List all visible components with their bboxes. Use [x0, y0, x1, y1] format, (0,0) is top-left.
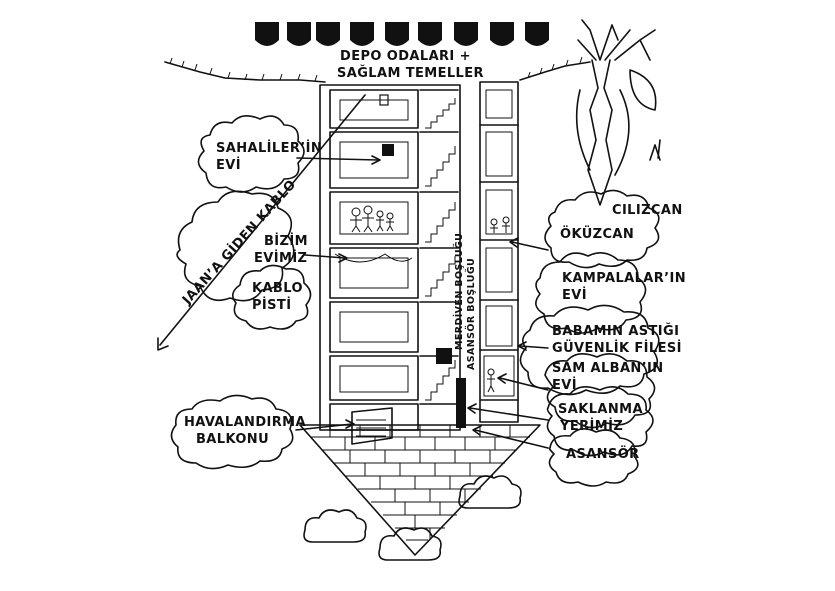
decor-clouds [303, 475, 522, 561]
label-bizim-line2: EVİMİZ [254, 250, 307, 266]
label-cilizcan: CILIZCAN [612, 203, 683, 218]
label-samalban-line2: EVİ [552, 377, 577, 393]
label-babamin-line1: BABAMIN ASTIĞI [552, 323, 679, 339]
label-kampalalar-line1: KAMPALALAR’IN [562, 271, 686, 286]
pointer-arrows [295, 139, 661, 449]
label-asansor: ASANSÖR [566, 446, 640, 462]
ground-line [164, 56, 591, 83]
label-sahaliler-line2: EVİ [216, 157, 241, 173]
label-babamin-line2: GÜVENLİK FİLESİ [552, 340, 682, 356]
label-havalandirma-line1: HAVALANDIRMA [184, 415, 306, 430]
cobblestone-foundation [299, 424, 541, 556]
jaan-cable [157, 94, 366, 351]
main-tower [319, 84, 466, 445]
label-kampalalar-line2: EVİ [562, 287, 587, 303]
label-saklanma-line2: YERİMİZ [559, 418, 623, 434]
tree-illustration [575, 19, 661, 206]
label-saklanma-line1: SAKLANMA [558, 402, 643, 417]
label-depo-line2: SAĞLAM TEMELLER [337, 65, 484, 81]
label-bizim-line1: BİZİM [264, 233, 308, 249]
label-depo-line1: DEPO ODALARI + [340, 49, 471, 64]
label-sahaliler-line1: SAHALİLER’İN [216, 140, 322, 156]
label-merdiven: MERDİVEN BOŞLUĞU [453, 233, 465, 350]
label-asansor-boslugu: ASANSÖR BOŞLUĞU [465, 258, 477, 370]
elevator-shaft [479, 81, 519, 423]
label-clouds [170, 115, 660, 487]
bunting-flags [255, 22, 549, 46]
label-samalban-line1: SAM ALBAN’IN [552, 361, 664, 376]
label-okuzcan: ÖKÜZCAN [560, 226, 634, 242]
label-kablo-line2: PİSTİ [252, 297, 291, 313]
label-havalandirma-line2: BALKONU [196, 432, 269, 447]
label-kablo-line1: KABLO [252, 281, 303, 296]
